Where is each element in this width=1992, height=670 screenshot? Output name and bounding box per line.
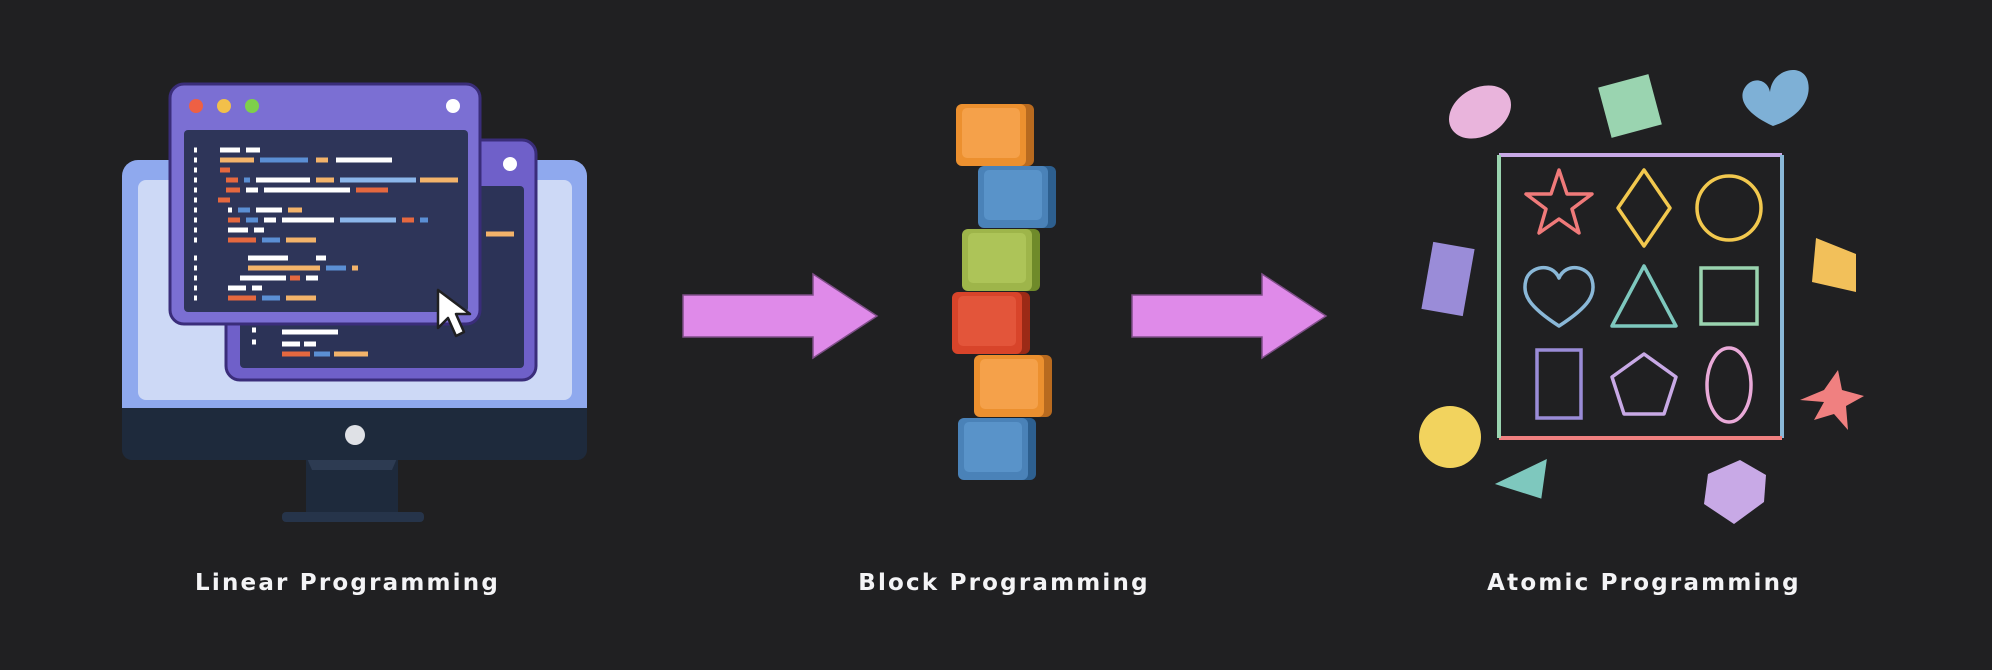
circle-icon <box>1695 174 1763 242</box>
circle-icon <box>1419 406 1481 468</box>
square-icon <box>1699 266 1759 326</box>
ellipse-icon <box>1705 346 1753 424</box>
pentagon-icon <box>1610 352 1678 416</box>
heart-icon <box>1523 266 1595 328</box>
computer-monitor-code-editor-icon <box>122 82 587 522</box>
power-button-icon <box>345 425 365 445</box>
stage-label-block: Block Programming <box>858 570 1150 596</box>
arrow-right-icon <box>1131 272 1328 360</box>
diamond-icon <box>1616 168 1672 248</box>
triangle-icon <box>1494 458 1547 499</box>
rectangle-icon <box>1421 241 1475 317</box>
arrow-right-icon <box>682 272 879 360</box>
star-icon <box>1800 370 1864 430</box>
pentagon-icon <box>1704 460 1766 524</box>
parallelogram-icon <box>1812 238 1856 292</box>
heart-icon <box>1742 69 1809 126</box>
triangle-icon <box>1610 264 1678 328</box>
star-icon <box>1524 168 1594 235</box>
stage-label-atomic: Atomic Programming <box>1487 570 1801 596</box>
rectangle-icon <box>1535 348 1583 420</box>
stacked-blocks-icon <box>952 104 1056 480</box>
mouse-cursor-icon <box>436 288 472 338</box>
ellipse-icon <box>1449 85 1511 139</box>
shapes-grid-icon <box>1419 69 1864 524</box>
square-icon <box>1598 74 1662 138</box>
stage-label-linear: Linear Programming <box>195 570 500 596</box>
